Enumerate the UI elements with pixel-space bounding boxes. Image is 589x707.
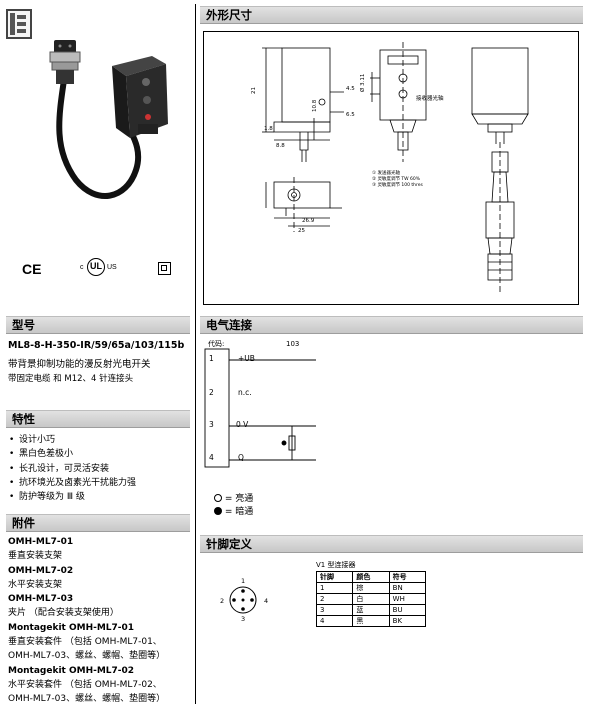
ul-mark: c UL US	[80, 258, 120, 278]
accessory-desc: 水平安装套件 （包括 OMH-ML7-02、	[8, 679, 162, 690]
legend-light-on-text: = 亮通	[224, 494, 254, 504]
dimension-label: 26.9	[302, 218, 315, 224]
section-pinout-header: 针脚定义	[200, 535, 583, 553]
feature-item: 黑白色差极小	[8, 447, 136, 462]
table-header-row: 针脚 颜色 符号	[315, 571, 427, 583]
wiring-pin-4-label: Q	[238, 453, 244, 462]
table-row: 3 蓝 BU	[315, 604, 427, 616]
accessory-code: OMH-ML7-01	[8, 537, 74, 547]
dimension-label: 1.8	[264, 126, 273, 132]
table-cell: 4	[315, 615, 354, 627]
wiring-pin-2-label: n.c.	[238, 388, 252, 397]
table-header: 颜色	[352, 571, 390, 583]
section-features-header: 特性	[6, 410, 190, 428]
accessories-list: OMH-ML7-01 垂直安装支架 OMH-ML7-02 水平安装支架 OMH-…	[8, 535, 193, 707]
feature-item: 抗环境光及卤素光干扰能力强	[8, 476, 136, 491]
document-logo-icon	[6, 9, 32, 39]
table-row: 1 棕 BN	[315, 582, 427, 594]
section-dimensions-header: 外形尺寸	[200, 6, 583, 24]
feature-item: 设计小巧	[8, 433, 136, 448]
connector-pin-label: 3	[241, 615, 246, 623]
product-photo	[26, 20, 186, 220]
connector-pin-label: 1	[241, 577, 246, 585]
section-electrical-header: 电气连接	[200, 316, 583, 334]
dimension-label: 4.5	[346, 86, 355, 92]
model-description-1: 带背景抑制功能的漫反射光电开关	[8, 359, 151, 370]
table-cell: 1	[315, 582, 354, 594]
model-description-2: 带固定电缆 和 M12、4 针连接头	[8, 374, 134, 384]
open-circle-icon	[214, 494, 222, 502]
table-header: 符号	[388, 571, 427, 583]
table-cell: 白	[352, 593, 390, 605]
dimension-label: 21	[251, 87, 257, 94]
dimension-label: 25	[298, 228, 305, 234]
table-cell: WH	[388, 593, 427, 605]
pinout-table: 针脚 颜色 符号 1 棕 BN 2 白 WH 3 蓝 BU 4 黑 BK	[315, 571, 427, 627]
legend-light-on: = 亮通	[214, 491, 253, 504]
wiring-pin-3-num: 3	[209, 420, 214, 429]
column-divider	[195, 4, 196, 704]
protection-class-mark	[158, 262, 171, 275]
dimension-drawing: 21 8.8 10.8 1.8 4.5 6.5 Ø 3.11 26.9 25 接…	[203, 31, 579, 305]
features-list: 设计小巧 黑白色差极小 长孔设计，可灵活安装 抗环境光及卤素光干扰能力强 防护等…	[8, 433, 136, 505]
connector-pinout-diagram	[214, 574, 274, 626]
table-cell: 棕	[352, 582, 390, 594]
table-row: 4 黑 BK	[315, 615, 427, 627]
accessory-code: Montagekit OMH-ML7-01	[8, 622, 135, 633]
dimension-label: Ø 3.11	[359, 74, 366, 92]
connector-type-label: V1 型连接器	[316, 561, 356, 569]
drawing-legend-line: ① 发送器光轴	[372, 169, 400, 176]
wiring-diagram	[204, 348, 354, 468]
table-row: 2 白 WH	[315, 593, 427, 605]
table-cell: 3	[315, 604, 354, 616]
accessory-code: OMH-ML7-03	[8, 594, 74, 605]
electrical-code-label: 代码:	[208, 340, 225, 348]
connector-pin-label: 2	[220, 597, 225, 605]
section-model-header: 型号	[6, 316, 190, 334]
wiring-pin-2-num: 2	[209, 388, 214, 397]
table-header: 针脚	[315, 571, 354, 583]
table-cell: BN	[388, 582, 427, 594]
accessory-desc: OMH-ML7-03、螺丝、螺帽、垫圈等）	[8, 694, 166, 705]
table-cell: BK	[388, 615, 427, 627]
filled-circle-icon	[214, 507, 222, 515]
wiring-pin-1-label: +UB	[238, 354, 255, 363]
accessory-desc: 夹片 （配合安装支架使用）	[8, 608, 119, 619]
ce-mark: CE	[22, 261, 42, 277]
legend-dark-on: = 暗通	[214, 504, 253, 517]
feature-item: 长孔设计，可灵活安装	[8, 462, 136, 477]
dimension-label: 8.8	[276, 143, 285, 149]
wiring-pin-1-num: 1	[209, 354, 214, 363]
electrical-code-value: 103	[286, 340, 300, 348]
accessory-desc: 垂直安装支架	[8, 551, 63, 562]
section-accessories-header: 附件	[6, 514, 190, 532]
dimension-label: 6.5	[346, 112, 355, 118]
accessory-code: OMH-ML7-02	[8, 565, 74, 576]
dimension-label: 10.8	[312, 99, 318, 112]
table-cell: 黑	[352, 615, 390, 627]
accessory-code: Montagekit OMH-ML7-02	[8, 665, 135, 676]
drawing-legend-line: ③ 灵敏度调节 100 thres	[372, 181, 424, 188]
model-code: ML8-8-H-350-IR/59/65a/103/115b	[8, 340, 185, 351]
drawing-legend-line: ② 灵敏度调节 TW 60%	[372, 175, 421, 182]
receiver-axis-label: 接收器光轴	[416, 94, 444, 102]
wiring-pin-4-num: 4	[209, 453, 214, 462]
table-cell: 2	[315, 593, 354, 605]
feature-item: 防护等级为 Ⅲ 级	[8, 490, 136, 505]
connector-pin-label: 4	[264, 597, 269, 605]
table-cell: 蓝	[352, 604, 390, 616]
legend-dark-on-text: = 暗通	[224, 507, 254, 517]
wiring-pin-3-label: 0 V	[236, 420, 249, 429]
accessory-desc: OMH-ML7-03、螺丝、螺帽、垫圈等）	[8, 651, 166, 662]
table-cell: BU	[388, 604, 427, 616]
accessory-desc: 水平安装支架	[8, 579, 63, 590]
accessory-desc: 垂直安装套件 （包括 OMH-ML7-01、	[8, 637, 162, 648]
